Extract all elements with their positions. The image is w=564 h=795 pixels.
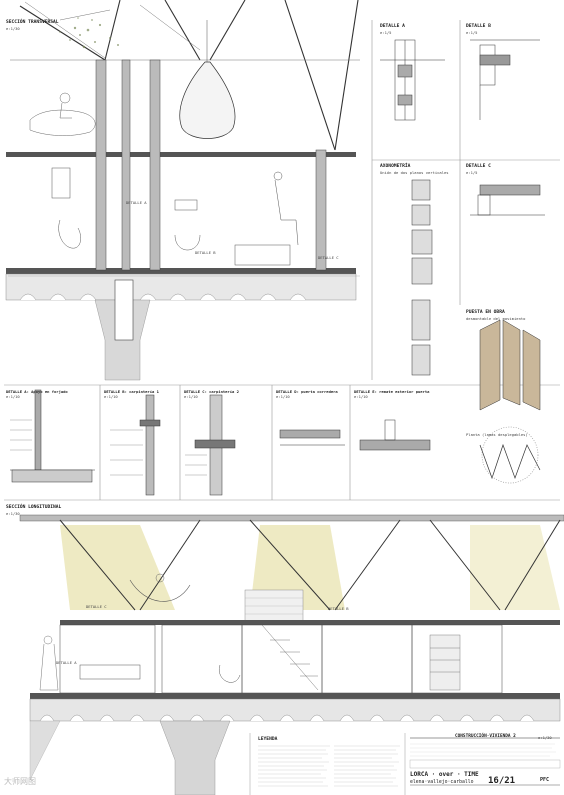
callout-detalle-a: DETALLE A [126, 200, 147, 205]
mid-detail-5-scale: e:1/10 [354, 394, 368, 399]
school-label: PFC [540, 777, 550, 783]
mid-detail-3-scale: e:1/10 [184, 394, 198, 399]
mid-detail-1-title: DETALLE A: Apoyo en forjado [6, 389, 68, 394]
puesta-obra-title: PUESTA EN OBRA [466, 310, 505, 315]
legend-title: LEYENDA [258, 737, 278, 742]
mid-detail-1-scale: e:1/10 [6, 394, 20, 399]
detalle-c-title: DETALLE C [466, 164, 491, 169]
detalle-b-scale: e:1/5 [466, 30, 478, 35]
puesta-obra-subtitle: desmontable del movimiento [466, 316, 526, 321]
sheet-number: 16/21 [488, 776, 516, 786]
mid-detail-4-title: DETALLE D: puerta corredera [276, 389, 338, 394]
mid-detail-4-scale: e:1/10 [276, 394, 290, 399]
planta-label: Planta (lamas desplegables) [466, 432, 528, 437]
callout-long-detalle-a: DETALLE A [56, 660, 77, 665]
axonometria-title: AXONOMETRÍA [380, 164, 411, 169]
section-transversal-scale: e:1/30 [6, 26, 20, 31]
section-transversal-title: SECCIÓN TRANSVERSAL [6, 20, 59, 25]
detalle-c-scale: e:1/5 [466, 170, 478, 175]
callout-long-detalle-b: DETALLE B [328, 606, 349, 611]
callout-detalle-b: DETALLE B [195, 250, 216, 255]
mid-detail-2-scale: e:1/10 [104, 394, 118, 399]
detalle-a-title: DETALLE A [380, 24, 405, 29]
mid-detail-5-title: DETALLE E: remate exterior puerta [354, 389, 430, 394]
author-name: elena·vallejo·carballo [410, 780, 474, 785]
watermark-logo: 大师网图 [4, 777, 36, 786]
detalle-b-title: DETALLE B [466, 24, 491, 29]
section-longitudinal-title: SECCIÓN LONGITUDINAL [6, 505, 62, 510]
section-longitudinal-scale: e:1/30 [6, 511, 20, 516]
axonometria-subtitle: Unión de dos planos verticales [380, 170, 449, 175]
callout-detalle-c: DETALLE C [318, 255, 339, 260]
mid-detail-2-title: DETALLE B: carpintería 1 [104, 389, 159, 394]
callout-long-detalle-c: DETALLE C [86, 604, 107, 609]
mid-detail-3-title: DETALLE C: carpintería 2 [184, 389, 239, 394]
title-scale: e:1/30 [538, 735, 552, 740]
title-heading: CONSTRUCCIÓN·VIVIENDA 2 [455, 734, 516, 739]
project-name: LORCA · over · TIME [410, 771, 479, 778]
detalle-a-scale: e:1/5 [380, 30, 392, 35]
